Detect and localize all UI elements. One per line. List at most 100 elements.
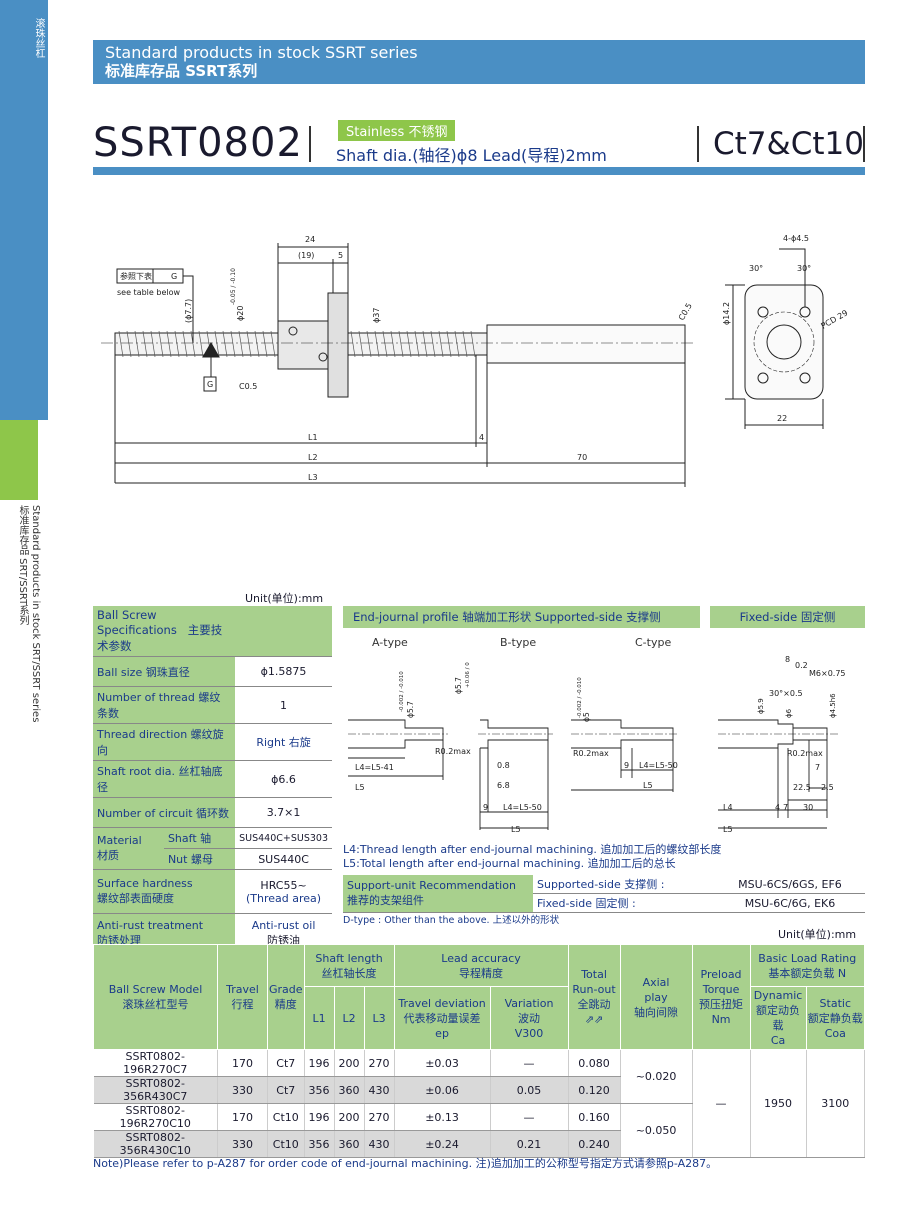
spec-label: Thread direction 螺纹旋向: [93, 723, 236, 761]
title-underline: [93, 167, 865, 175]
spec-value: 1: [235, 686, 332, 724]
c-phi: ϕ5: [582, 712, 591, 722]
f-30x05: 30°×0.5: [769, 689, 803, 698]
a-tol: -0.002 / -0.010: [399, 671, 405, 712]
b-9: 9: [483, 803, 488, 812]
f-phi6: ϕ6: [785, 708, 793, 718]
dim-phi20-tol: -0.05 / -0.10: [230, 268, 237, 305]
col-l2: L2: [333, 986, 365, 1050]
fixed-side-header: Fixed-side 固定侧: [710, 606, 865, 628]
ref-note: 参照下表: [120, 271, 152, 281]
f-30: 30: [803, 803, 813, 812]
note-l4: L4:Thread length after end-journal machi…: [343, 843, 722, 856]
type-c-label: C-type: [635, 636, 672, 649]
spec-value: 3.7×1: [235, 797, 332, 828]
b-phi: ϕ5.7: [454, 677, 463, 694]
f-7b: 7: [783, 803, 788, 812]
sidebar-section-label: Standard products in stock SRT/SSRT seri…: [17, 505, 41, 723]
angle-left: 30°: [749, 264, 763, 273]
table-row: SSRT0802-356R430C10 330 Ct10 356 360 430…: [93, 1130, 865, 1158]
cell-model: SSRT0802-356R430C7: [93, 1076, 218, 1104]
dim-phi77: (ϕ7.7): [184, 299, 193, 323]
pcd-label: PCD 29: [820, 308, 850, 330]
angle-right: 30°: [797, 264, 811, 273]
dim-5: 5: [338, 251, 343, 260]
cell-l1: 356: [304, 1130, 335, 1158]
title-separator: [863, 126, 865, 162]
cell-axial: ~0.020: [620, 1049, 693, 1104]
b-tol: +0.06 / 0: [465, 662, 471, 688]
see-table-note: see table below: [117, 288, 180, 297]
chamfer-right: C0.5: [677, 302, 694, 322]
cell-deviation: ±0.03: [394, 1049, 491, 1077]
cell-l2: 360: [334, 1076, 365, 1104]
type-a-label: A-type: [372, 636, 408, 649]
cell-static: 3100: [806, 1049, 866, 1158]
cell-variation: —: [490, 1049, 569, 1077]
sidebar-blue-band: [0, 0, 48, 420]
f-r: R0.2max: [787, 749, 823, 758]
cell-variation: 0.21: [490, 1130, 569, 1158]
f-4: 4: [775, 803, 780, 812]
b-08: 0.8: [497, 761, 510, 770]
f-02: 0.2: [795, 661, 808, 670]
support-value: MSU-6CS/6GS, EF6: [714, 875, 865, 894]
cell-axial: ~0.050: [620, 1103, 693, 1158]
holes-label: 4-ϕ4.5: [783, 234, 809, 243]
cell-l3: 270: [364, 1049, 395, 1077]
cell-l3: 270: [364, 1103, 395, 1131]
spec-value: Right 右旋: [235, 723, 332, 761]
end-journal-drawings: ϕ5.7 -0.002 / -0.010 R0.2max L4=L5-41 L5…: [348, 655, 846, 834]
note-l5: L5:Total length after end-journal machin…: [343, 857, 676, 870]
footnote: Note)Please refer to p-A287 for order co…: [93, 1157, 718, 1170]
support-side: Supported-side 支撑侧 :: [533, 875, 715, 894]
cell-l2: 200: [334, 1103, 365, 1131]
cell-travel: 170: [217, 1103, 268, 1131]
a-l4: L4=L5-41: [355, 763, 394, 772]
spec-value: ϕ6.6: [235, 760, 332, 798]
cell-dynamic: 1950: [750, 1049, 807, 1158]
table-row: SSRT0802-356R430C7 330 Ct7 356 360 430 ±…: [93, 1076, 865, 1104]
sidebar-green-tab: [0, 420, 38, 500]
c-l5: L5: [643, 781, 653, 790]
spec-table: Ball Screw Specifications 主要技术参数 Ball si…: [93, 606, 332, 954]
col-l1: L1: [303, 986, 335, 1050]
cell-travel: 330: [217, 1130, 268, 1158]
a-l5: L5: [355, 783, 365, 792]
cell-l1: 196: [304, 1103, 335, 1131]
support-side: Fixed-side 固定侧 :: [533, 893, 715, 913]
b-l5: L5: [511, 825, 521, 834]
type-b-label: B-type: [500, 636, 537, 649]
ref-g: G: [171, 272, 177, 281]
cell-model: SSRT0802-356R430C10: [93, 1130, 218, 1158]
cell-l1: 356: [304, 1076, 335, 1104]
cell-runout: 0.120: [568, 1076, 621, 1104]
dim-phi20: ϕ20: [236, 306, 245, 321]
cell-deviation: ±0.06: [394, 1076, 491, 1104]
cell-variation: 0.05: [490, 1076, 569, 1104]
spec-header: Ball Screw Specifications 主要技术参数: [93, 606, 236, 657]
support-value: MSU-6C/6G, EK6: [714, 893, 865, 913]
cell-grade: Ct10: [267, 1103, 305, 1131]
dim-l1: L1: [308, 433, 318, 442]
cell-l2: 360: [334, 1130, 365, 1158]
cell-grade: Ct10: [267, 1130, 305, 1158]
dim-4: 4: [479, 433, 484, 442]
spec-label: Number of thread 螺纹条数: [93, 686, 236, 724]
ref-g-bottom: G: [207, 380, 213, 389]
cell-model: SSRT0802-196R270C7: [93, 1049, 218, 1077]
b-68: 6.8: [497, 781, 510, 790]
cell-l3: 430: [364, 1076, 395, 1104]
dim-70: 70: [577, 453, 587, 462]
dim-phi142: ϕ14.2: [722, 302, 731, 325]
spec-label: Shaft root dia. 丝杠轴底径: [93, 760, 236, 798]
